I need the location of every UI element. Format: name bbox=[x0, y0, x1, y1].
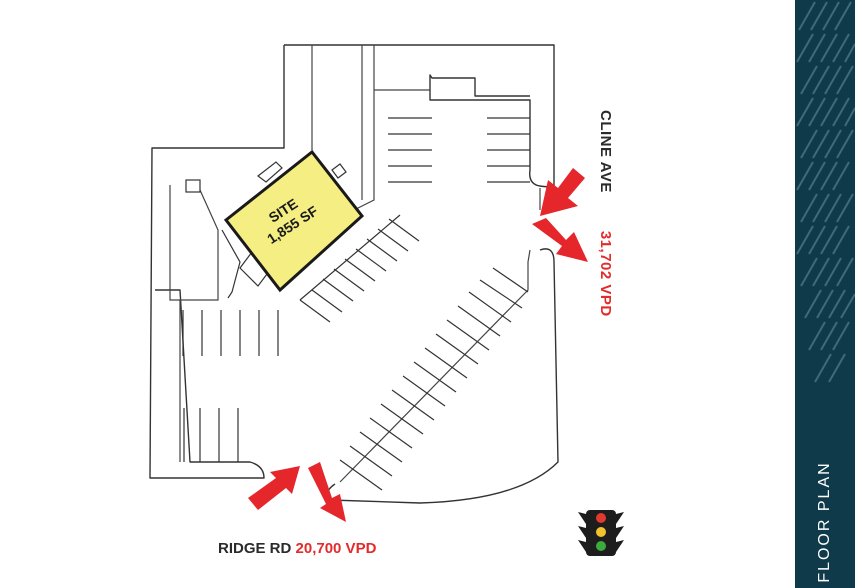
site-highlight bbox=[223, 149, 365, 293]
street-label-ridge: RIDGE RD 20,700 VPD bbox=[218, 540, 376, 557]
cline-ave-traffic: 31,702 VPD bbox=[597, 230, 614, 317]
arrow-icon bbox=[532, 218, 588, 262]
cline-ave-name: CLINE AVE bbox=[597, 110, 614, 193]
arrow-icon bbox=[540, 168, 585, 216]
parking-stalls-diagonal-lower bbox=[339, 267, 529, 491]
parking-stalls-west bbox=[182, 310, 279, 462]
parking-stalls-diagonal-upper bbox=[299, 214, 420, 323]
parking-stalls-north bbox=[388, 117, 530, 183]
street-label-cline: CLINE AVE 31,702 VPD bbox=[597, 110, 614, 317]
ridge-rd-name: RIDGE RD bbox=[218, 540, 292, 557]
arrow-icon bbox=[308, 462, 346, 522]
sidebar-panel: FLOOR PLAN bbox=[795, 0, 855, 588]
drive-lanes bbox=[169, 45, 541, 483]
sidebar-title: FLOOR PLAN bbox=[816, 461, 833, 583]
arrow-icon bbox=[248, 466, 300, 510]
property-outline bbox=[149, 44, 559, 504]
ridge-rd-traffic: 20,700 VPD bbox=[295, 540, 377, 557]
access-arrows bbox=[248, 168, 588, 522]
traffic-light-icon bbox=[578, 510, 624, 556]
site-plan-map bbox=[149, 44, 624, 556]
sidebar-hatch-pattern bbox=[796, 1, 855, 383]
